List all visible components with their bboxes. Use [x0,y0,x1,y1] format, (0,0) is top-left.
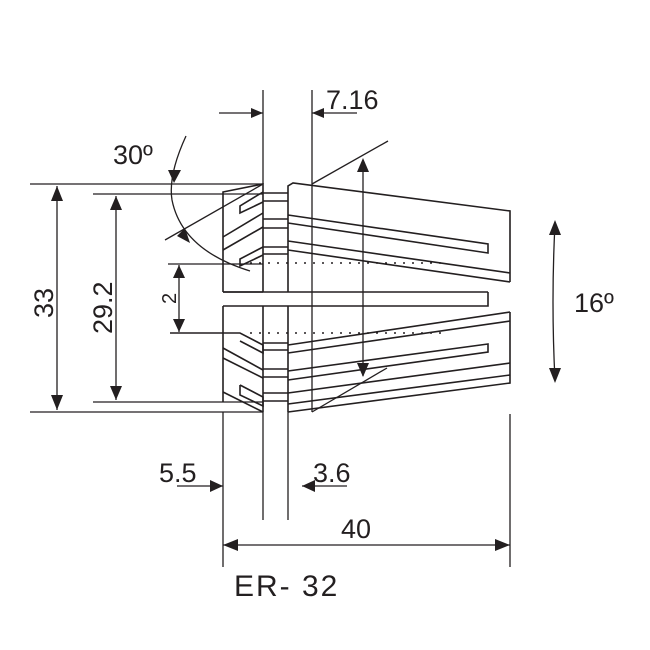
dimension-29-2: 29.2 [88,196,122,400]
dimension-3-6: 3.6 [302,458,351,492]
collet-upper-half [222,182,511,293]
label-16-degrees: 16º [574,288,614,318]
dimension-2: 2 [159,265,185,332]
drawing-title: ER- 32 [234,570,339,603]
label-5-5: 5.5 [159,458,197,488]
label-33: 33 [29,288,59,318]
label-30-degrees: 30º [113,140,153,170]
taper-construction [311,140,389,413]
dimension-5-5: 5.5 [159,458,223,492]
dimension-33: 33 [29,186,63,410]
dimension-7-16: 7.16 [219,85,379,118]
central-slot [223,291,489,307]
label-29-2: 29.2 [88,281,118,334]
label-40: 40 [341,514,371,544]
label-2: 2 [159,293,181,304]
dimension-30-degrees: 30º [113,135,264,272]
extension-lines [30,90,511,567]
label-7-16: 7.16 [326,85,379,115]
dimension-16-degrees: 16º [549,220,614,383]
collet-lower-half [170,306,511,413]
label-3-6: 3.6 [313,458,351,488]
dimension-40: 40 [223,514,510,551]
